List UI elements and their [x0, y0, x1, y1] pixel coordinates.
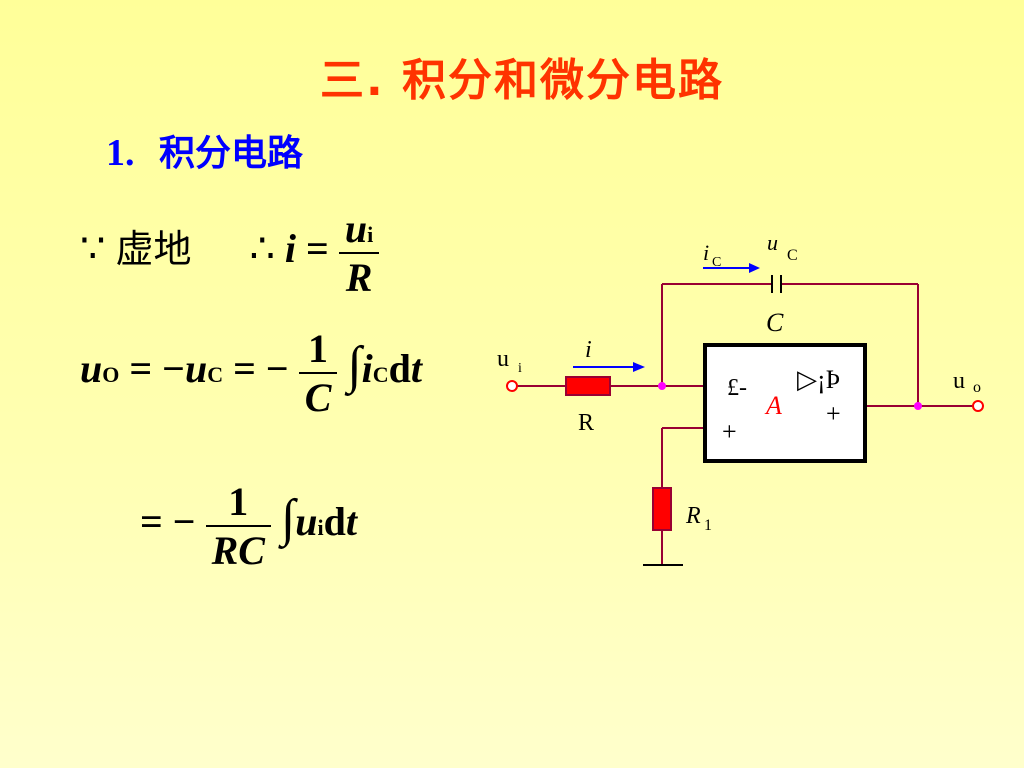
r1-label: R — [685, 503, 701, 529]
input-terminal — [506, 380, 518, 392]
equation-integral: = − 1 RC ∫uidt — [140, 478, 357, 574]
frac-rc: RC — [211, 528, 265, 573]
dt-t: t — [410, 346, 423, 392]
u-c: u — [184, 346, 208, 392]
frac-num-sub: i — [367, 222, 374, 247]
arrow-ic-head — [749, 263, 760, 273]
ui-sub: i — [518, 361, 522, 376]
therefore-symbol: ∴ — [249, 226, 275, 272]
section-title: 积分电路 — [159, 133, 304, 174]
resistor-r — [565, 376, 611, 396]
u-o: u — [80, 346, 103, 392]
current-i: i — [284, 226, 297, 272]
uc-label: u — [767, 230, 778, 255]
eq2-eq-neg-1: = − — [129, 346, 185, 392]
equals-sign: = — [306, 226, 329, 272]
i-c: i — [361, 346, 373, 392]
dt-d-2: d — [323, 499, 346, 545]
r1-sub: 1 — [704, 517, 712, 534]
noninverting-input-symbol: + — [722, 417, 737, 446]
inverting-input-symbol: £- — [727, 375, 747, 401]
arrow-i-head — [633, 362, 645, 372]
fraction-ui-over-r: ui R — [338, 205, 380, 301]
frac-one: 1 — [298, 325, 338, 374]
junction-node-output — [914, 402, 922, 410]
dt-t-2: t — [345, 499, 357, 545]
output-plus-symbol: + — [826, 399, 841, 428]
u-i: u — [295, 499, 318, 545]
ui-label: u — [497, 346, 509, 372]
u-o-sub: O — [102, 362, 120, 388]
op-amp-box — [703, 343, 867, 463]
output-terminal — [972, 400, 984, 412]
frac-num-u: u — [344, 206, 368, 251]
equation-output: uO = −uC = − 1 C ∫iCdt — [80, 325, 422, 421]
u-c-sub: C — [207, 362, 224, 388]
uo-label: u — [953, 368, 965, 394]
ic-sub: C — [712, 255, 721, 270]
uc-sub: C — [787, 247, 798, 264]
eq3-eq-neg: = − — [140, 499, 196, 545]
ic-label: i — [703, 240, 709, 265]
frac-c: C — [304, 375, 332, 420]
dt-d: d — [388, 346, 411, 392]
because-symbol: ∵ — [80, 226, 106, 272]
amplifier-a-label: A — [764, 391, 782, 420]
equation-virtual-ground: ∵ 虚地 ∴ i = ui R — [80, 205, 380, 301]
junction-node-input — [658, 382, 666, 390]
fraction-1-over-c: 1 C — [298, 325, 338, 421]
section-heading: 1. 积分电路 — [106, 124, 303, 176]
section-number: 1. — [106, 132, 135, 174]
frac-one-rc: 1 — [205, 478, 271, 527]
virtual-ground-text: 虚地 — [115, 227, 192, 272]
i-c-sub: C — [372, 362, 389, 388]
uo-sub: o — [973, 379, 981, 396]
u-i-sub: i — [317, 515, 324, 541]
c-label: C — [766, 308, 784, 337]
slide-title: 三. 积分和微分电路 — [320, 55, 725, 106]
r-label: R — [578, 410, 594, 436]
amplifier-symbol: ▷¡Þ — [797, 365, 840, 394]
integral-sign-2: ∫ — [280, 490, 296, 548]
fraction-1-over-rc: 1 RC — [205, 478, 271, 574]
integral-sign: ∫ — [347, 337, 362, 395]
eq2-eq-neg-2: = − — [233, 346, 289, 392]
i-label: i — [585, 337, 592, 363]
frac-den-r: R — [345, 255, 373, 300]
resistor-r1 — [652, 487, 672, 531]
